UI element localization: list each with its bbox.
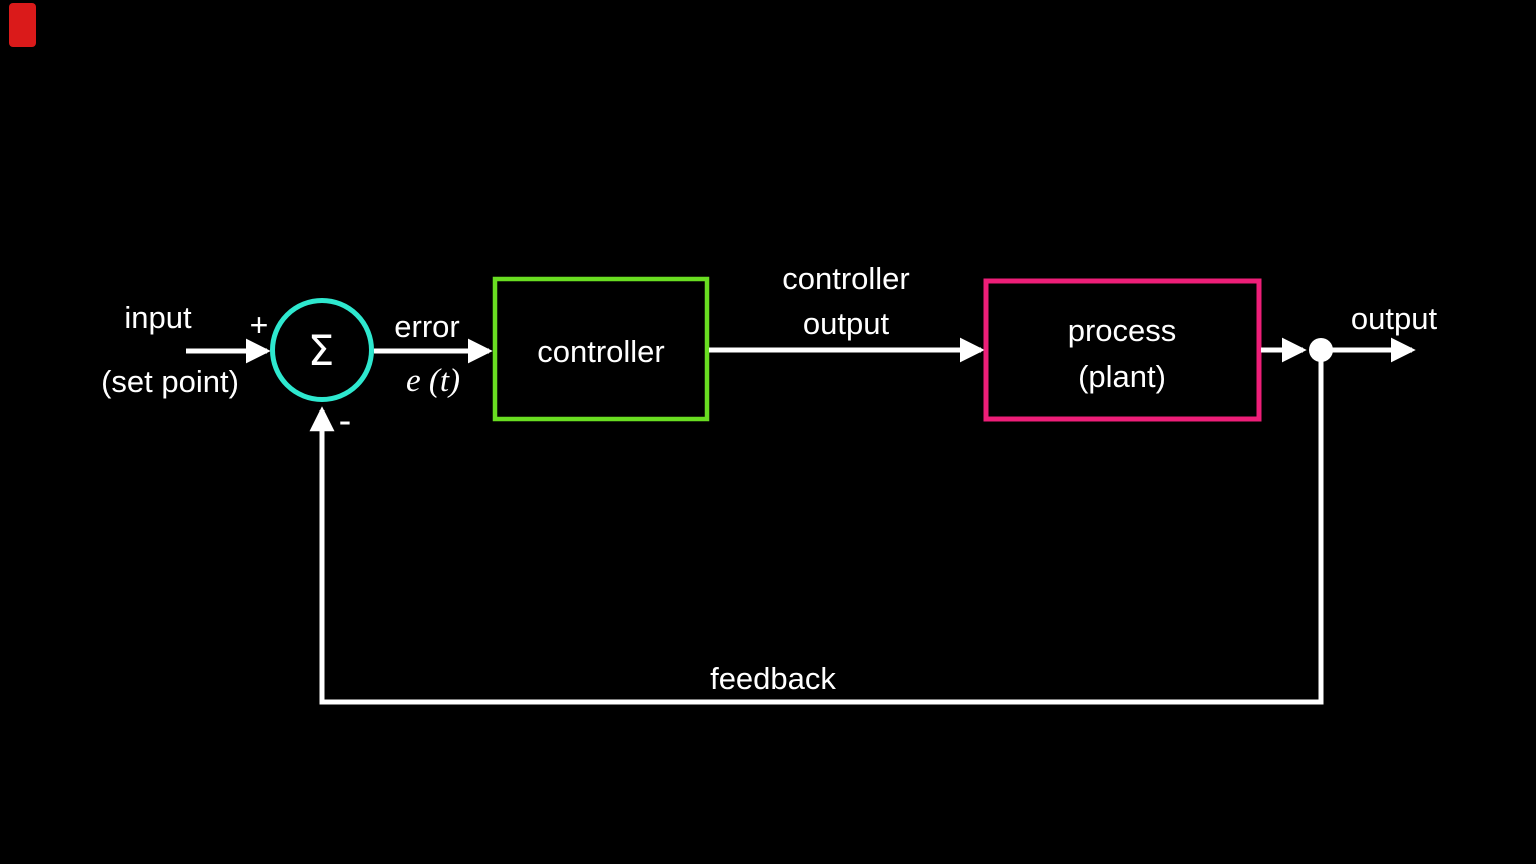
plus-sign: +: [250, 307, 269, 343]
controller-box: [492, 276, 710, 422]
error-section: error e (t): [374, 309, 493, 399]
summing-junction-circle: [270, 298, 374, 402]
red-corner-marker: [9, 3, 36, 47]
output-section: output: [1261, 301, 1438, 363]
feedback-label: feedback: [710, 661, 836, 696]
process-box-label-line2: (plant): [1078, 359, 1166, 394]
feedback-section: feedback: [309, 356, 1324, 705]
controller-output-section: controller output: [709, 261, 985, 363]
controller-output-label-line1: controller: [782, 261, 910, 296]
input-label: input: [124, 300, 192, 335]
minus-sign: -: [339, 400, 352, 442]
error-signal-math: e (t): [406, 363, 460, 399]
controller-box-label: controller: [537, 334, 665, 369]
process-box: [983, 278, 1262, 422]
controller-block: controller: [492, 276, 710, 422]
controller-output-label-line2: output: [803, 306, 890, 341]
input-section: input (set point) +: [101, 300, 271, 399]
error-label: error: [394, 309, 459, 344]
output-label: output: [1351, 301, 1438, 336]
process-block: process (plant): [983, 278, 1262, 422]
set-point-label: (set point): [101, 364, 239, 399]
sigma-symbol: Σ: [308, 326, 335, 375]
feedback-line: [309, 356, 1324, 705]
process-box-label-line1: process: [1068, 313, 1177, 348]
summing-junction: Σ -: [270, 298, 374, 442]
